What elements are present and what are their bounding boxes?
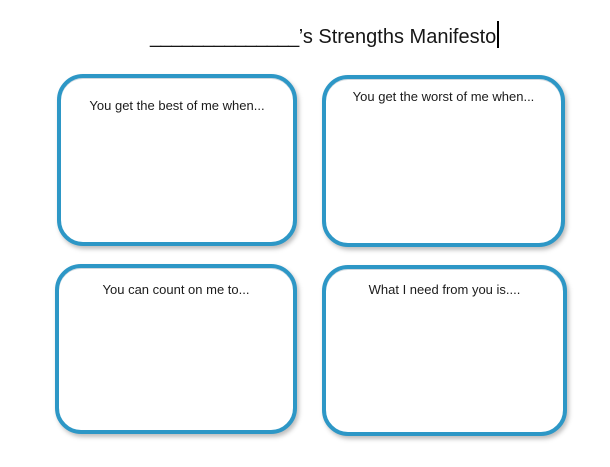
title-text[interactable]: ’s Strengths Manifesto <box>298 26 497 48</box>
box-need-from-you[interactable]: What I need from you is.... <box>322 265 567 436</box>
box-label: You get the best of me when... <box>89 98 265 113</box>
box-worst-of-me[interactable]: You get the worst of me when... <box>322 75 565 247</box>
name-blank-line[interactable]: ______________ <box>150 26 299 48</box>
box-label: You can count on me to... <box>102 282 250 297</box>
text-cursor <box>497 21 500 48</box>
box-count-on-me[interactable]: You can count on me to... <box>55 264 297 434</box>
box-label: What I need from you is.... <box>368 282 521 297</box>
box-best-of-me[interactable]: You get the best of me when... <box>57 74 297 246</box>
box-label: You get the worst of me when... <box>352 89 535 104</box>
worksheet-title: ______________ ’s Strengths Manifesto <box>150 16 500 52</box>
